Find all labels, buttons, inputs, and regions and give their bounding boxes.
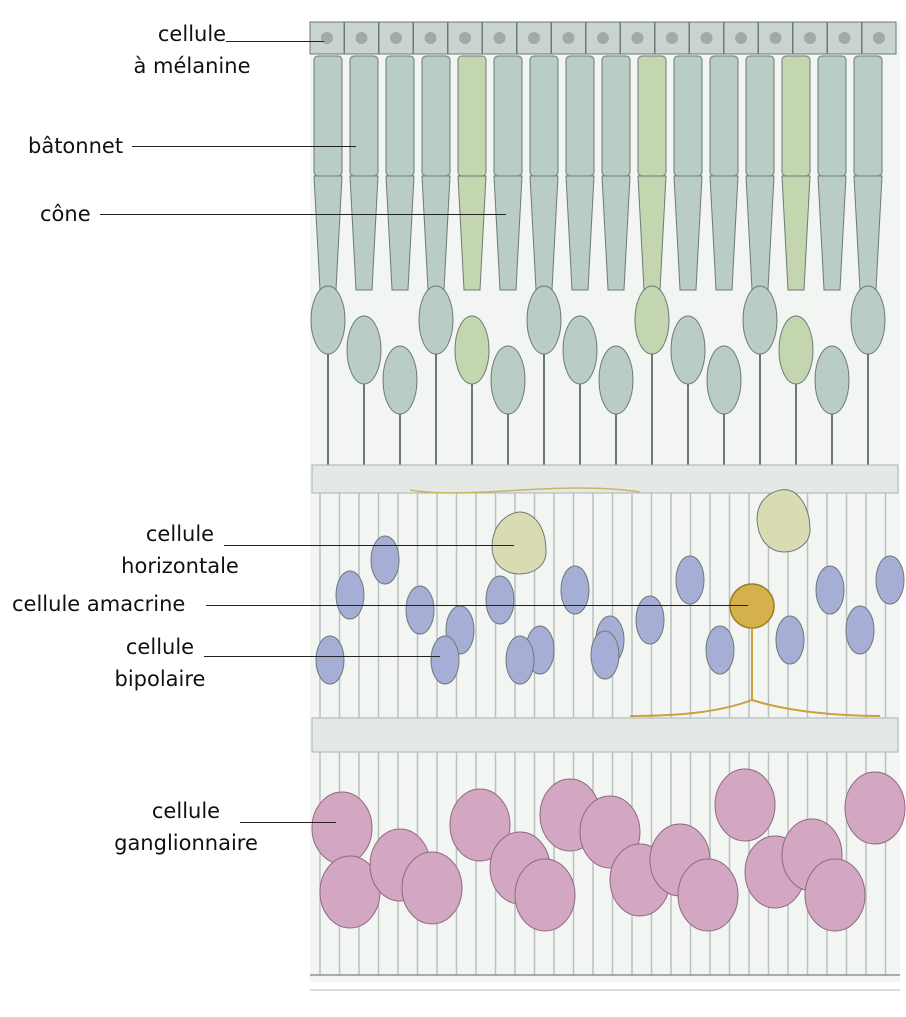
ganglion-cell (515, 859, 575, 931)
leader-horizontale (224, 545, 514, 546)
bipolar-cell (431, 636, 459, 684)
cone-cell-outer-segment (458, 56, 486, 176)
melanin-nucleus (839, 32, 851, 44)
bipolar-cell (336, 571, 364, 619)
label-batonnet-text: bâtonnet (28, 134, 123, 158)
label-cellule-melanine: cellule à mélanine (132, 18, 252, 82)
label-cellule-horizontale: cellule horizontale (110, 518, 250, 582)
label-cellule-ganglionnaire: cellule ganglionnaire (100, 795, 272, 859)
cone-cell-outer-segment (638, 56, 666, 176)
rod-cell-outer-segment (746, 56, 774, 176)
leader-cone (100, 214, 506, 215)
bipolar-cell (706, 626, 734, 674)
rod-cell-outer-segment (350, 56, 378, 176)
rod-cell-nucleus (491, 346, 525, 414)
melanin-nucleus (425, 32, 437, 44)
rod-cell-nucleus (671, 316, 705, 384)
cone-cell-nucleus (635, 286, 669, 354)
bipolar-cell (776, 616, 804, 664)
rod-cell-outer-segment (530, 56, 558, 176)
bipolar-cell (846, 606, 874, 654)
label-batonnet: bâtonnet (28, 130, 123, 162)
melanin-nucleus (459, 32, 471, 44)
melanin-nucleus (701, 32, 713, 44)
label-melanine-line1: cellule (132, 18, 252, 50)
bipolar-cell (676, 556, 704, 604)
rod-cell-outer-segment (386, 56, 414, 176)
bipolar-cell (371, 536, 399, 584)
rod-cell-nucleus (527, 286, 561, 354)
melanin-nucleus (770, 32, 782, 44)
bipolar-cell (316, 636, 344, 684)
cone-cell-nucleus (779, 316, 813, 384)
rod-cell-nucleus (419, 286, 453, 354)
label-melanine-line2: à mélanine (132, 50, 252, 82)
label-cone-text: cône (40, 202, 91, 226)
rod-cell-nucleus (599, 346, 633, 414)
rod-cell-nucleus (707, 346, 741, 414)
melanin-nucleus (632, 32, 644, 44)
label-ganglionnaire-line2: ganglionnaire (100, 827, 272, 859)
label-bipolaire-line1: cellule (90, 631, 230, 663)
bipolar-cell (406, 586, 434, 634)
label-cone: cône (40, 198, 91, 230)
ganglion-cell (312, 792, 372, 864)
melanin-nucleus (356, 32, 368, 44)
rod-cell-outer-segment (602, 56, 630, 176)
ganglion-cell (402, 852, 462, 924)
rod-cell-outer-segment (710, 56, 738, 176)
rod-cell-outer-segment (494, 56, 522, 176)
bipolar-cell (486, 576, 514, 624)
rod-cell-nucleus (383, 346, 417, 414)
melanin-nucleus (494, 32, 506, 44)
cone-cell-nucleus (455, 316, 489, 384)
melanin-nucleus (563, 32, 575, 44)
melanin-nucleus (597, 32, 609, 44)
cone-cell-outer-segment (782, 56, 810, 176)
leader-melanine (226, 41, 324, 42)
rod-cell-outer-segment (818, 56, 846, 176)
rod-cell-nucleus (815, 346, 849, 414)
rod-cell-outer-segment (314, 56, 342, 176)
rod-cell-outer-segment (422, 56, 450, 176)
melanin-nucleus (666, 32, 678, 44)
melanin-nucleus (321, 32, 333, 44)
rod-cell-nucleus (347, 316, 381, 384)
label-cellule-bipolaire: cellule bipolaire (90, 631, 230, 695)
ganglion-cell (715, 769, 775, 841)
bipolar-cell (876, 556, 904, 604)
rod-cell-outer-segment (674, 56, 702, 176)
ganglion-cell (678, 859, 738, 931)
bipolar-cell (506, 636, 534, 684)
label-horizontale-line2: horizontale (110, 550, 250, 582)
rod-cell-nucleus (563, 316, 597, 384)
label-amacrine-text: cellule amacrine (12, 592, 185, 616)
ganglion-cell (845, 772, 905, 844)
leader-amacrine (206, 605, 748, 606)
amacrine-cell (730, 584, 774, 628)
leader-batonnet (132, 146, 356, 147)
melanin-nucleus (873, 32, 885, 44)
bipolar-cell (816, 566, 844, 614)
label-cellule-amacrine: cellule amacrine (12, 588, 185, 620)
bipolar-cell (591, 631, 619, 679)
melanin-nucleus (390, 32, 402, 44)
ganglion-cell (805, 859, 865, 931)
rod-cell-nucleus (851, 286, 885, 354)
melanin-nucleus (735, 32, 747, 44)
rod-cell-outer-segment (854, 56, 882, 176)
bipolar-cell (636, 596, 664, 644)
label-bipolaire-line2: bipolaire (90, 663, 230, 695)
rod-cell-nucleus (743, 286, 777, 354)
melanin-nucleus (528, 32, 540, 44)
melanin-nucleus (804, 32, 816, 44)
rod-cell-nucleus (311, 286, 345, 354)
leader-bipolaire (204, 656, 440, 657)
leader-ganglionnaire (240, 822, 336, 823)
bipolar-cell (561, 566, 589, 614)
inner-plexiform-layer (312, 718, 898, 752)
rod-cell-outer-segment (566, 56, 594, 176)
